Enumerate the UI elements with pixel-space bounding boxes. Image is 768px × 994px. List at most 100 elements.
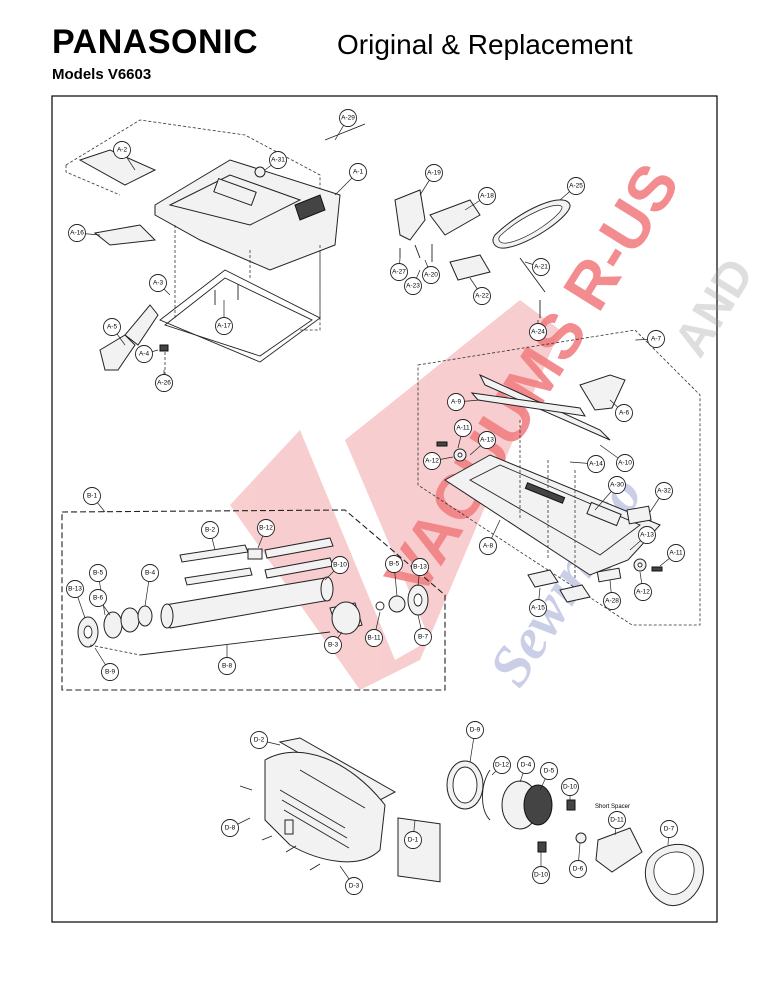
callout-b7: B-7 bbox=[414, 614, 432, 646]
short-spacer-note: Short Spacer bbox=[595, 804, 630, 810]
callout-a12b: A-12 bbox=[634, 571, 652, 601]
callout-b6: B-6 bbox=[89, 589, 111, 616]
callout-circle bbox=[540, 762, 558, 780]
callout-label: B-12 bbox=[259, 525, 273, 532]
callout-circle bbox=[473, 287, 491, 305]
callout-d8: D-8 bbox=[221, 817, 251, 837]
callout-a14: A-14 bbox=[569, 455, 605, 473]
callout-label: D-10 bbox=[563, 784, 577, 791]
callout-circle bbox=[404, 277, 422, 295]
callout-circle bbox=[608, 476, 626, 494]
callout-circle bbox=[667, 544, 685, 562]
base-plate-assembly bbox=[417, 329, 701, 626]
callout-circle bbox=[345, 877, 363, 895]
callout-d6: D-6 bbox=[569, 842, 587, 878]
callout-label: D-3 bbox=[349, 883, 360, 890]
callout-a1: A-1 bbox=[334, 163, 367, 196]
callout-circle bbox=[339, 109, 357, 127]
callout-label: A-12 bbox=[636, 589, 650, 596]
callout-circle bbox=[561, 778, 579, 796]
callout-label: A-23 bbox=[406, 283, 420, 290]
callout-circle bbox=[101, 663, 119, 681]
watermark-line-2: AND bbox=[664, 250, 764, 366]
callout-b11: B-11 bbox=[365, 611, 383, 647]
callout-circle bbox=[414, 628, 432, 646]
callout-a8: A-8 bbox=[479, 519, 501, 555]
callout-label: A-32 bbox=[657, 488, 671, 495]
callout-label: A-24 bbox=[531, 329, 545, 336]
callout-circle bbox=[478, 431, 496, 449]
callout-d11: D-11 bbox=[608, 811, 626, 836]
callout-d1: D-1 bbox=[404, 819, 422, 849]
callout-a11b: A-11 bbox=[659, 544, 685, 567]
callout-label: A-4 bbox=[139, 351, 150, 358]
callout-circle bbox=[517, 756, 535, 774]
callout-a2: A-2 bbox=[113, 141, 136, 171]
callout-circle bbox=[479, 537, 497, 555]
callout-circle bbox=[587, 455, 605, 473]
callout-circle bbox=[89, 564, 107, 582]
callout-a15: A-15 bbox=[529, 587, 547, 617]
callout-a19: A-19 bbox=[419, 164, 443, 196]
callout-d10b: D-10 bbox=[532, 852, 550, 884]
callout-label: A-3 bbox=[153, 280, 164, 287]
brand-title: PANASONIC bbox=[52, 23, 258, 61]
callout-circle bbox=[201, 521, 219, 539]
callout-d7: D-7 bbox=[660, 820, 678, 846]
callout-circle bbox=[567, 177, 585, 195]
callout-b13b: B-13 bbox=[411, 558, 429, 587]
callout-d4: D-4 bbox=[517, 756, 535, 783]
callout-label: A-21 bbox=[534, 264, 548, 271]
callout-d5: D-5 bbox=[539, 762, 558, 791]
callout-label: B-3 bbox=[328, 642, 339, 649]
callout-circle bbox=[215, 317, 233, 335]
callout-label: A-2 bbox=[117, 147, 128, 154]
callout-circle bbox=[250, 731, 268, 749]
callout-label: A-16 bbox=[70, 230, 84, 237]
callout-label: B-4 bbox=[145, 570, 156, 577]
callout-circle bbox=[221, 819, 239, 837]
callout-label: A-25 bbox=[569, 183, 583, 190]
callout-label: D-2 bbox=[254, 737, 265, 744]
callout-a26: A-26 bbox=[155, 370, 173, 392]
callout-circle bbox=[603, 592, 621, 610]
callout-a13: A-13 bbox=[469, 431, 496, 456]
motor-assembly bbox=[239, 737, 704, 906]
callout-circle bbox=[615, 404, 633, 422]
callout-d10: D-10 bbox=[561, 778, 579, 800]
callout-circle bbox=[68, 224, 86, 242]
callout-label: A-20 bbox=[424, 272, 438, 279]
callout-label: B-5 bbox=[93, 570, 104, 577]
callout-b12: B-12 bbox=[257, 519, 275, 549]
callout-label: D-4 bbox=[521, 762, 532, 769]
callout-circle bbox=[422, 266, 440, 284]
callout-label: B-11 bbox=[367, 635, 381, 642]
callout-label: A-7 bbox=[651, 336, 662, 343]
callout-b13: B-13 bbox=[66, 580, 86, 619]
callout-circle bbox=[149, 274, 167, 292]
callout-a11: A-11 bbox=[454, 419, 472, 449]
callout-circle bbox=[404, 831, 422, 849]
callout-a17: A-17 bbox=[215, 300, 233, 335]
callout-a29: A-29 bbox=[334, 109, 357, 141]
callout-label: D-5 bbox=[544, 768, 555, 775]
callout-label: D-1 bbox=[408, 837, 419, 844]
callout-a21: A-21 bbox=[524, 258, 550, 276]
upper-cover-assembly bbox=[65, 119, 366, 375]
callout-circle bbox=[331, 556, 349, 574]
callout-circle bbox=[89, 589, 107, 607]
callout-label: A-30 bbox=[610, 482, 624, 489]
callout-label: D-6 bbox=[573, 866, 584, 873]
callout-d9: D-9 bbox=[466, 721, 484, 763]
callout-a5: A-5 bbox=[103, 318, 126, 346]
callout-b2: B-2 bbox=[201, 521, 219, 551]
callout-label: D-8 bbox=[225, 825, 236, 832]
callout-circle bbox=[647, 330, 665, 348]
callout-circle bbox=[655, 482, 673, 500]
callout-label: D-9 bbox=[470, 727, 481, 734]
callout-label: D-7 bbox=[664, 826, 675, 833]
callout-a28: A-28 bbox=[603, 579, 621, 610]
callout-circle bbox=[83, 487, 101, 505]
callout-label: A-18 bbox=[480, 193, 494, 200]
